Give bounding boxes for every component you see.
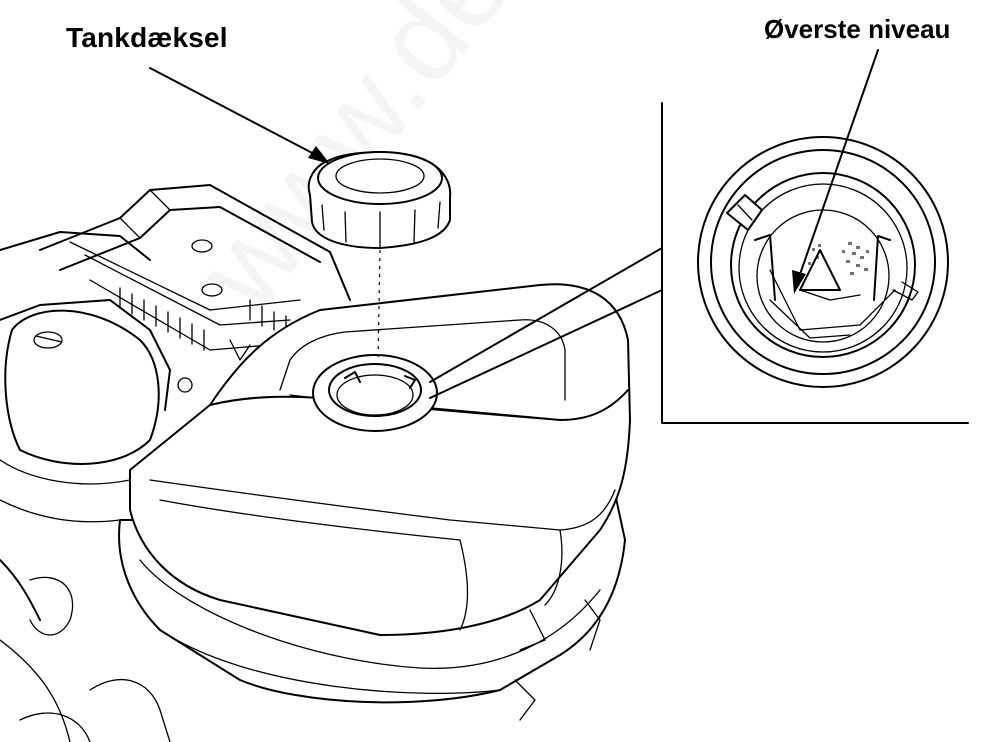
cap-alignment-line	[377, 249, 381, 361]
fuel-tank	[118, 283, 631, 721]
tank-cap-label: Tankdæksel	[66, 22, 228, 53]
level-pointer-arrow	[792, 49, 879, 294]
cap-pointer-arrow	[149, 67, 330, 164]
engine-body	[0, 184, 351, 742]
tank-cap-illustration	[307, 151, 452, 249]
detail-callout	[429, 102, 969, 424]
max-level-label: Øverste niveau	[764, 14, 951, 44]
